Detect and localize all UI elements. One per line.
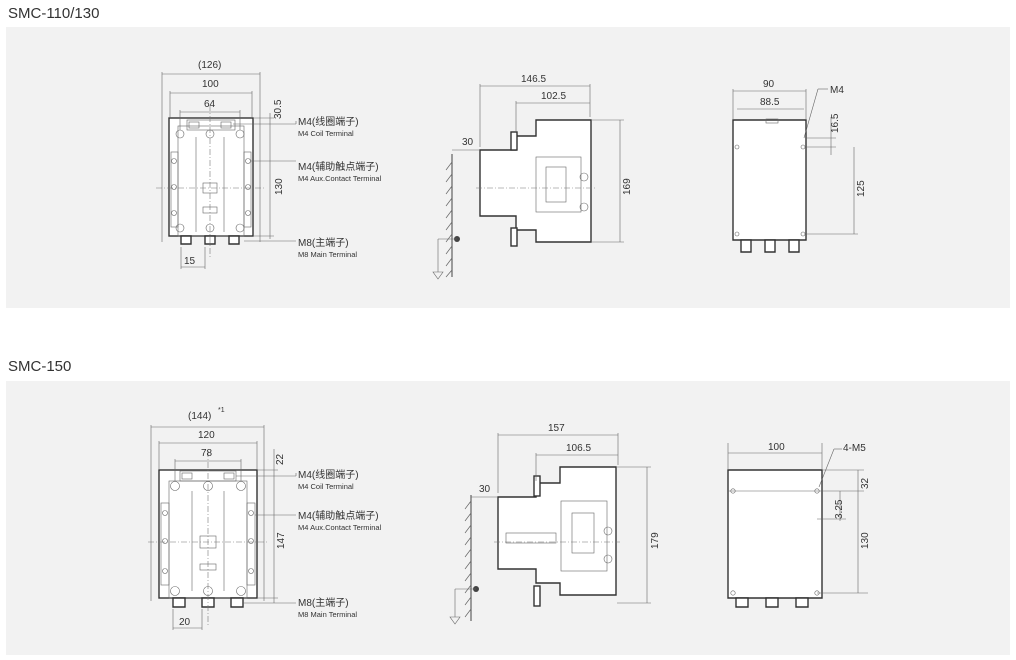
dim-mount-width: 88.5 [760,97,780,108]
dim-terminal-pitch: 78 [201,448,213,459]
label-main-terminal: M8(主端子) [298,596,349,609]
label-aux-terminal-en: M4 Aux.Contact Terminal [298,174,382,183]
back-view [732,88,858,253]
label-main-terminal-en: M8 Main Terminal [298,250,357,259]
contactor-body [168,117,254,237]
label-coil-terminal-en: M4 Coil Terminal [298,482,354,491]
drawing-panel: (144) *1 120 78 22 147 20 M4(线圈端子) M4 Co… [6,381,1010,655]
dim-side-height: 169 [622,178,633,195]
dim-bottom-pitch: 20 [179,617,191,628]
label-main-terminal-en: M8 Main Terminal [298,610,357,619]
dim-outer-note: *1 [218,407,225,414]
dim-width: 100 [202,79,219,90]
dim-bottom-pitch: 15 [184,256,196,267]
dim-outer: (144) [188,411,211,422]
label-coil-terminal-en: M4 Coil Terminal [298,129,354,138]
dim-width: 120 [198,430,215,441]
label-coil-terminal: M4(线圈端子) [298,115,359,128]
label-main-terminal: M8(主端子) [298,236,349,249]
front-view [156,72,297,269]
section-title: SMC-150 [8,358,72,375]
dimension-drawing-smc-150: (144) *1 120 78 22 147 20 M4(线圈端子) M4 Co… [148,407,871,630]
dimension-drawing-smc-110: (126) 100 64 30.5 130 15 M4(线圈端子) M4 Coi… [156,60,867,280]
dim-back-top-offset: 32 [860,477,871,489]
dim-top-offset: 22 [275,453,286,465]
dim-back-width: 90 [763,79,775,90]
section-title: SMC-110/130 [8,5,100,22]
dim-depth: 146.5 [521,74,546,85]
dim-outer: (126) [198,60,221,71]
label-aux-terminal-en: M4 Aux.Contact Terminal [298,523,382,532]
label-aux-terminal: M4(辅助触点端子) [298,160,379,173]
dim-back-mid-offset: 3.25 [834,499,845,519]
dim-back-top-offset: 16.5 [830,113,841,133]
front-view [148,425,297,630]
dim-side-height: 179 [650,532,661,549]
dim-rail: 30 [462,137,474,148]
dim-depth-inner: 102.5 [541,91,566,102]
dim-depth-inner: 106.5 [566,443,591,454]
dim-back-width: 100 [768,442,785,453]
dim-rail: 30 [479,484,491,495]
dim-top-offset: 30.5 [273,99,284,119]
dim-depth: 157 [548,423,565,434]
label-screw: M4 [830,85,844,96]
dim-mount-height: 125 [856,180,867,197]
label-coil-terminal: M4(线圈端子) [298,468,359,481]
dim-terminal-pitch: 64 [204,99,216,110]
drawing-panel: (126) 100 64 30.5 130 15 M4(线圈端子) M4 Coi… [6,27,1010,308]
dim-height: 130 [274,178,285,195]
dim-height: 147 [276,532,287,549]
label-aux-terminal: M4(辅助触点端子) [298,509,379,522]
back-view [727,443,868,608]
dim-mount-height: 130 [860,532,871,549]
side-view [449,433,651,625]
label-screw: 4-M5 [843,443,866,454]
side-view [432,84,624,280]
